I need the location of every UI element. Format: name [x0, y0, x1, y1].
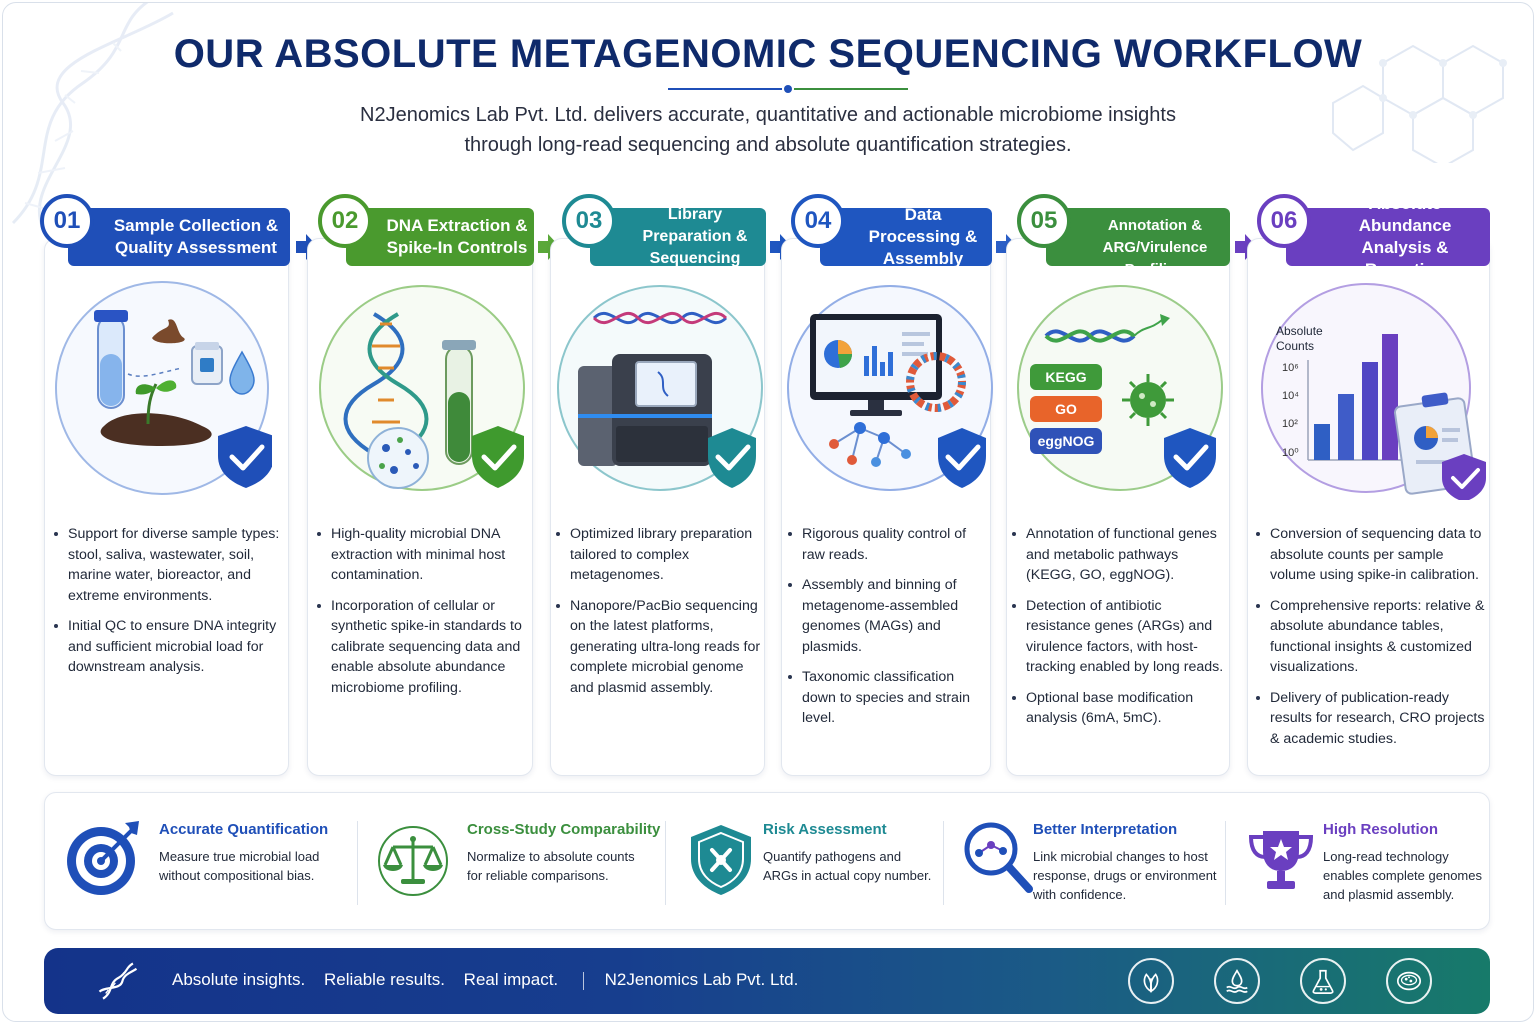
step-number-1: 01	[40, 194, 94, 248]
tick-label: 10⁴	[1282, 390, 1299, 402]
balance-scale-icon	[378, 826, 448, 896]
test-tube-icon	[94, 310, 128, 409]
leaf-icon	[1128, 958, 1174, 1004]
check-shield-icon	[938, 428, 986, 488]
step-header-5: Functional Annotation & ARG/Virulence Pr…	[1046, 195, 1230, 278]
step-3-bullets: Optimized library preparation tailored t…	[554, 524, 764, 708]
sample-collection-illustration	[55, 281, 272, 495]
shield-icon	[691, 825, 751, 895]
step-4-bullets: Rigorous quality control of raw reads. A…	[786, 524, 986, 739]
functional-annotation-illustration: KEGG GO eggNOG	[1010, 276, 1230, 500]
chart-label: Absolute Counts	[1276, 324, 1323, 353]
step-number-6: 06	[1257, 194, 1311, 248]
list-item: Nanopore/PacBio sequencing on the latest…	[554, 596, 764, 699]
benefit-accurate-quantification: Accurate Quantification Measure true mic…	[63, 793, 353, 931]
molecule-decoration-icon	[1332, 44, 1507, 163]
step-2-bullets: High-quality microbial DNA extraction wi…	[315, 524, 529, 708]
check-shield-icon	[708, 428, 756, 488]
step-6-bullets: Conversion of sequencing data to absolut…	[1254, 524, 1486, 759]
list-item: Annotation of functional genes and metab…	[1010, 524, 1226, 586]
tick-label: 10⁶	[1282, 362, 1299, 374]
arrow-right-icon	[1235, 234, 1257, 260]
eggnog-badge: eggNOG	[1030, 428, 1102, 454]
page-title: OUR ABSOLUTE METAGENOMIC SEQUENCING WORK…	[173, 32, 1363, 76]
arrow-right-icon	[538, 234, 560, 260]
list-item: Optional base modification analysis (6mA…	[1010, 688, 1226, 729]
list-item: Detection of antibiotic resistance genes…	[1010, 596, 1226, 678]
flask-icon	[1300, 958, 1346, 1004]
list-item: Initial QC to ensure DNA integrity and s…	[52, 616, 282, 678]
list-item: Optimized library preparation tailored t…	[554, 524, 764, 586]
tick-label: 10⁰	[1282, 447, 1299, 459]
step-5-bullets: Annotation of functional genes and metab…	[1010, 524, 1226, 739]
sequencer-machine-icon	[578, 354, 712, 466]
step-1-bullets: Support for diverse sample types: stool,…	[52, 524, 282, 688]
list-item: Comprehensive reports: relative & absolu…	[1254, 596, 1486, 678]
step-number-3: 03	[562, 194, 616, 248]
petri-dish-icon	[1386, 958, 1432, 1004]
list-item: Incorporation of cellular or synthetic s…	[315, 596, 529, 699]
virus-icon	[1122, 374, 1174, 426]
page-subtitle: N2Jenomics Lab Pvt. Ltd. delivers accura…	[360, 104, 1176, 156]
sequencer-illustration	[557, 285, 763, 491]
step-number-5: 05	[1017, 194, 1071, 248]
abundance-report-illustration: Absolute Counts 10⁶ 10⁴ 10² 10⁰	[1256, 276, 1486, 500]
step-header-3: Library Preparation & Sequencing	[590, 206, 766, 267]
list-item: Delivery of publication-ready results fo…	[1254, 688, 1486, 750]
dna-icon	[98, 962, 138, 1000]
benefit-cross-study-comparability: Cross-Study Comparability Normalize to a…	[373, 793, 660, 931]
kegg-badge: KEGG	[1030, 364, 1102, 390]
tick-label: 10²	[1282, 418, 1298, 430]
bar-icon	[1314, 334, 1398, 460]
step-number-4: 04	[791, 194, 845, 248]
data-processing-illustration	[787, 285, 993, 491]
dna-helix-icon	[343, 312, 429, 456]
dna-extraction-illustration	[319, 285, 525, 491]
step-number-2: 02	[318, 194, 372, 248]
footer-tagline: Absolute insights. Reliable results. Rea…	[172, 970, 799, 990]
check-shield-icon	[1164, 428, 1216, 488]
dna-decoration-icon	[11, 3, 174, 229]
footer-banner: Absolute insights. Reliable results. Rea…	[44, 948, 1490, 1014]
target-icon	[67, 821, 139, 895]
step-header-6: Absolute Abundance Analysis & Reporting	[1286, 194, 1490, 279]
go-badge: GO	[1030, 396, 1102, 422]
water-icon	[1214, 958, 1260, 1004]
check-shield-icon	[472, 426, 524, 488]
list-item: Conversion of sequencing data to absolut…	[1254, 524, 1486, 586]
benefits-panel: Accurate Quantification Measure true mic…	[44, 792, 1490, 930]
benefit-better-interpretation: Better Interpretation Link microbial cha…	[959, 793, 1225, 931]
check-shield-icon	[218, 426, 272, 488]
list-item: Rigorous quality control of raw reads.	[786, 524, 986, 565]
trophy-icon	[1248, 831, 1314, 889]
step-header-4: Data Processing & Assembly	[820, 205, 992, 268]
list-item: Taxonomic classification down to species…	[786, 667, 986, 729]
benefit-risk-assessment: Risk Assessment Quantify pathogens and A…	[685, 793, 945, 931]
step-header-2: DNA Extraction & Spike-In Controls	[346, 208, 534, 266]
list-item: High-quality microbial DNA extraction wi…	[315, 524, 529, 586]
title-divider	[668, 85, 908, 93]
step-header-1: Sample Collection & Quality Assessment	[68, 208, 290, 266]
benefit-high-resolution: High Resolution Long-read technology ena…	[1241, 793, 1491, 931]
list-item: Support for diverse sample types: stool,…	[52, 524, 282, 606]
test-tube-icon	[442, 340, 476, 465]
magnifier-icon	[964, 822, 1033, 893]
check-shield-icon	[1442, 454, 1486, 500]
list-item: Assembly and binning of metagenome-assem…	[786, 575, 986, 657]
